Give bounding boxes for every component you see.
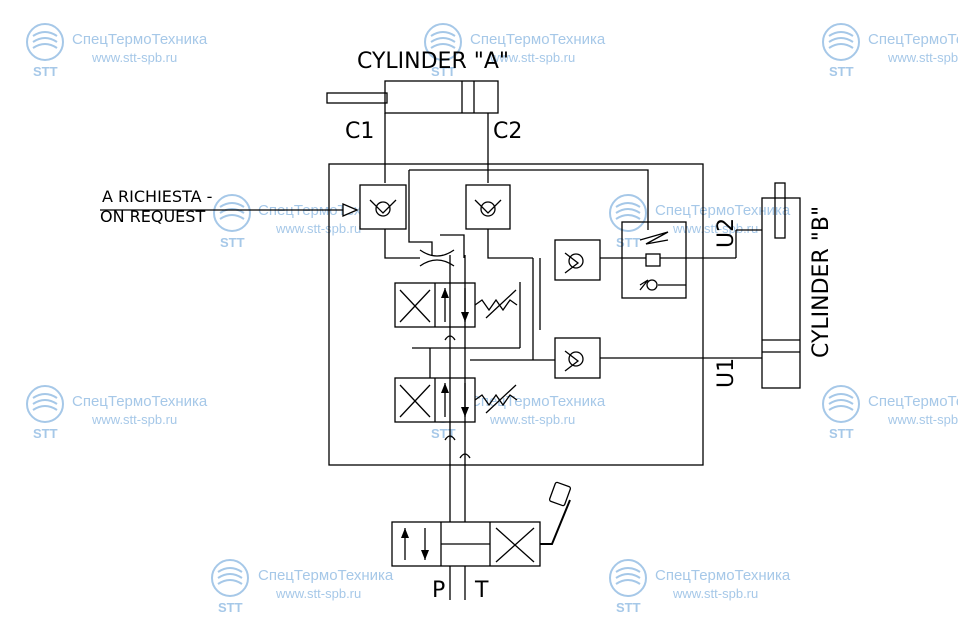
stt-logo-icon: [609, 559, 647, 597]
watermark-short: STT: [431, 426, 456, 441]
pilot-arrow-icon: [342, 203, 359, 217]
cylinder-b-label: CYLINDER "B": [809, 206, 834, 358]
watermark-short: STT: [431, 64, 456, 79]
stt-logo-icon: [211, 559, 249, 597]
cylinder-a-rod: [326, 92, 388, 104]
watermark-short: STT: [829, 64, 854, 79]
watermark-company: СпецТермоТехника: [868, 393, 958, 410]
watermark-top-center: STT СпецТермоТехника www.stt-spb.ru: [424, 23, 606, 79]
port-p-label: P: [432, 578, 445, 603]
watermark-url: www.stt-spb.ru: [91, 412, 177, 427]
stt-logo-icon: [26, 23, 64, 61]
stt-logo-icon: [213, 194, 251, 232]
relief-valve-assembly: [621, 221, 687, 299]
watermark-url: www.stt-spb.ru: [489, 50, 575, 65]
watermark-short: STT: [616, 235, 641, 250]
watermark-short: STT: [218, 600, 243, 615]
watermark-company: СпецТермоТехника: [258, 567, 394, 584]
stt-logo-icon: [424, 23, 462, 61]
watermark-company: СпецТермоТехника: [868, 31, 958, 48]
watermark-short: STT: [829, 426, 854, 441]
watermark-top-right: STT СпецТермоТехника www.stt-spb.ru: [822, 23, 958, 79]
cylinder-b-barrel: [761, 197, 801, 389]
watermark-lower-right: STT СпецТермоТехника www.stt-spb.ru: [822, 385, 958, 441]
watermark-url: www.stt-spb.ru: [672, 221, 758, 236]
check-valve-2: [465, 184, 511, 230]
watermark-company: СпецТермоТехника: [72, 31, 208, 48]
port-u2-label: U2: [714, 218, 739, 248]
cylinder-b: [761, 182, 801, 389]
watermark-short: STT: [33, 64, 58, 79]
watermark-lower-left: STT СпецТермоТехника www.stt-spb.ru: [26, 385, 208, 441]
check-valve-4: [554, 337, 601, 379]
valve-block: [328, 163, 704, 466]
watermark-company: СпецТермоТехника: [655, 567, 791, 584]
watermark-url: www.stt-spb.ru: [489, 412, 575, 427]
cylinder-b-rod: [774, 182, 786, 239]
watermark-short: STT: [616, 600, 641, 615]
directional-valve-1: [394, 282, 518, 328]
port-t-label: T: [474, 578, 489, 603]
watermark-url: www.stt-spb.ru: [275, 586, 361, 601]
on-request-label-en: ON REQUEST: [100, 207, 205, 226]
watermark-company: СпецТермоТехника: [72, 393, 208, 410]
watermark-url: www.stt-spb.ru: [672, 586, 758, 601]
watermark-company: СпецТермоТехника: [655, 202, 791, 219]
check-valve-3: [554, 239, 601, 281]
watermark-url: www.stt-spb.ru: [887, 50, 958, 65]
watermark-company: СпецТермоТехника: [470, 393, 606, 410]
port-c1-label: C1: [345, 119, 374, 144]
port-u1-label: U1: [714, 358, 739, 388]
watermark-url: www.stt-spb.ru: [91, 50, 177, 65]
check-valve-1: [359, 184, 407, 230]
manual-lever-handle: [540, 481, 572, 545]
stt-logo-icon: [609, 194, 647, 232]
watermark-bottom-right: STT СпецТермоТехника www.stt-spb.ru: [609, 559, 791, 615]
on-request-label-it: A RICHIESTA -: [102, 187, 212, 206]
stt-logo-icon: [822, 385, 860, 423]
directional-valve-2: [394, 377, 518, 423]
watermark-url: www.stt-spb.ru: [275, 221, 361, 236]
watermark-url: www.stt-spb.ru: [887, 412, 958, 427]
cylinder-a-barrel: [384, 80, 499, 114]
flow-restrictor: [419, 249, 455, 267]
watermark-bottom-left: STT СпецТермоТехника www.stt-spb.ru: [211, 559, 394, 615]
port-c2-label: C2: [493, 119, 522, 144]
stt-logo-icon: [26, 385, 64, 423]
manual-control-valve: [391, 521, 541, 567]
cylinder-a-label: CYLINDER "A": [357, 49, 509, 74]
watermark-top-left: STT СпецТермоТехника www.stt-spb.ru: [26, 23, 208, 79]
watermark-company: СпецТермоТехника: [470, 31, 606, 48]
watermark-mid-right: STT СпецТермоТехника www.stt-spb.ru: [609, 194, 791, 250]
watermark-short: STT: [220, 235, 245, 250]
stt-logo-icon: [822, 23, 860, 61]
watermark-short: STT: [33, 426, 58, 441]
cylinder-a: [326, 80, 499, 114]
